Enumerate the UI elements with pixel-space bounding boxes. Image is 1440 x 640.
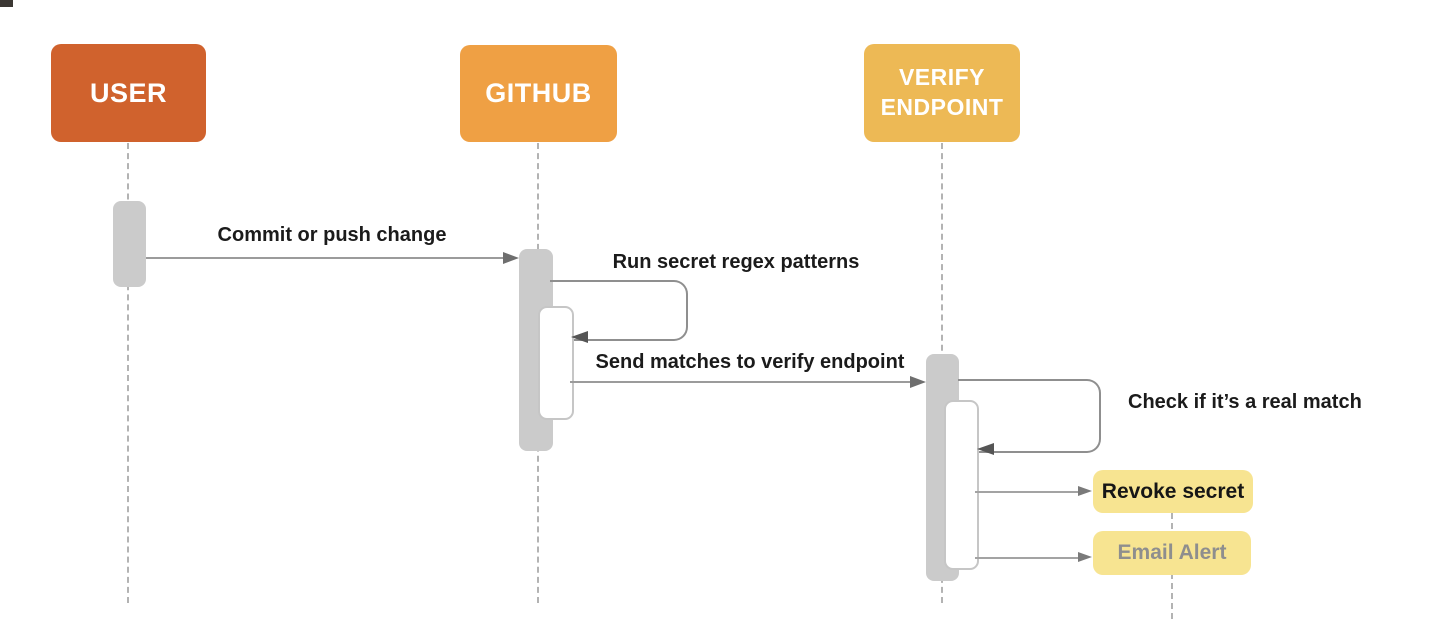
arrowhead-email-alert-icon <box>1078 552 1092 562</box>
nested-activation-bar-verify-endpoint <box>944 400 979 570</box>
activation-bar-user <box>113 201 146 287</box>
actor-box-verify-endpoint: VERIFY ENDPOINT <box>864 44 1020 142</box>
note-box-revoke-secret: Revoke secret <box>1093 470 1253 513</box>
arrowhead-run-regex-icon <box>571 331 588 343</box>
self-loop-run-regex <box>550 280 688 341</box>
note-label-revoke-secret: Revoke secret <box>1101 479 1245 503</box>
actor-box-user: USER <box>51 44 206 142</box>
message-line-send-matches <box>570 381 911 383</box>
arrowhead-send-matches-icon <box>910 376 926 388</box>
actor-box-github: GITHUB <box>460 45 617 142</box>
arrowhead-revoke-secret-icon <box>1078 486 1092 496</box>
arrowhead-commit-icon <box>503 252 519 264</box>
message-line-revoke-secret <box>975 491 1080 493</box>
self-loop-check-match <box>958 379 1101 453</box>
message-label-commit: Commit or push change <box>217 224 447 246</box>
message-label-check-match: Check if it’s a real match <box>1128 391 1362 413</box>
message-label-run-regex: Run secret regex patterns <box>612 251 860 273</box>
message-line-commit <box>146 257 504 259</box>
note-label-email-alert: Email Alert <box>1117 541 1227 564</box>
message-line-email-alert <box>975 557 1080 559</box>
corner-artifact <box>0 0 13 7</box>
message-label-send-matches: Send matches to verify endpoint <box>595 351 905 373</box>
nested-activation-bar-github <box>538 306 574 420</box>
arrowhead-check-match-icon <box>977 443 994 455</box>
note-box-email-alert: Email Alert <box>1093 531 1251 575</box>
actor-label-github: GITHUB <box>485 78 592 108</box>
actor-label-verify-endpoint: VERIFY ENDPOINT <box>880 64 1004 120</box>
actor-label-user: USER <box>89 77 167 108</box>
lifeline-user <box>127 143 129 603</box>
